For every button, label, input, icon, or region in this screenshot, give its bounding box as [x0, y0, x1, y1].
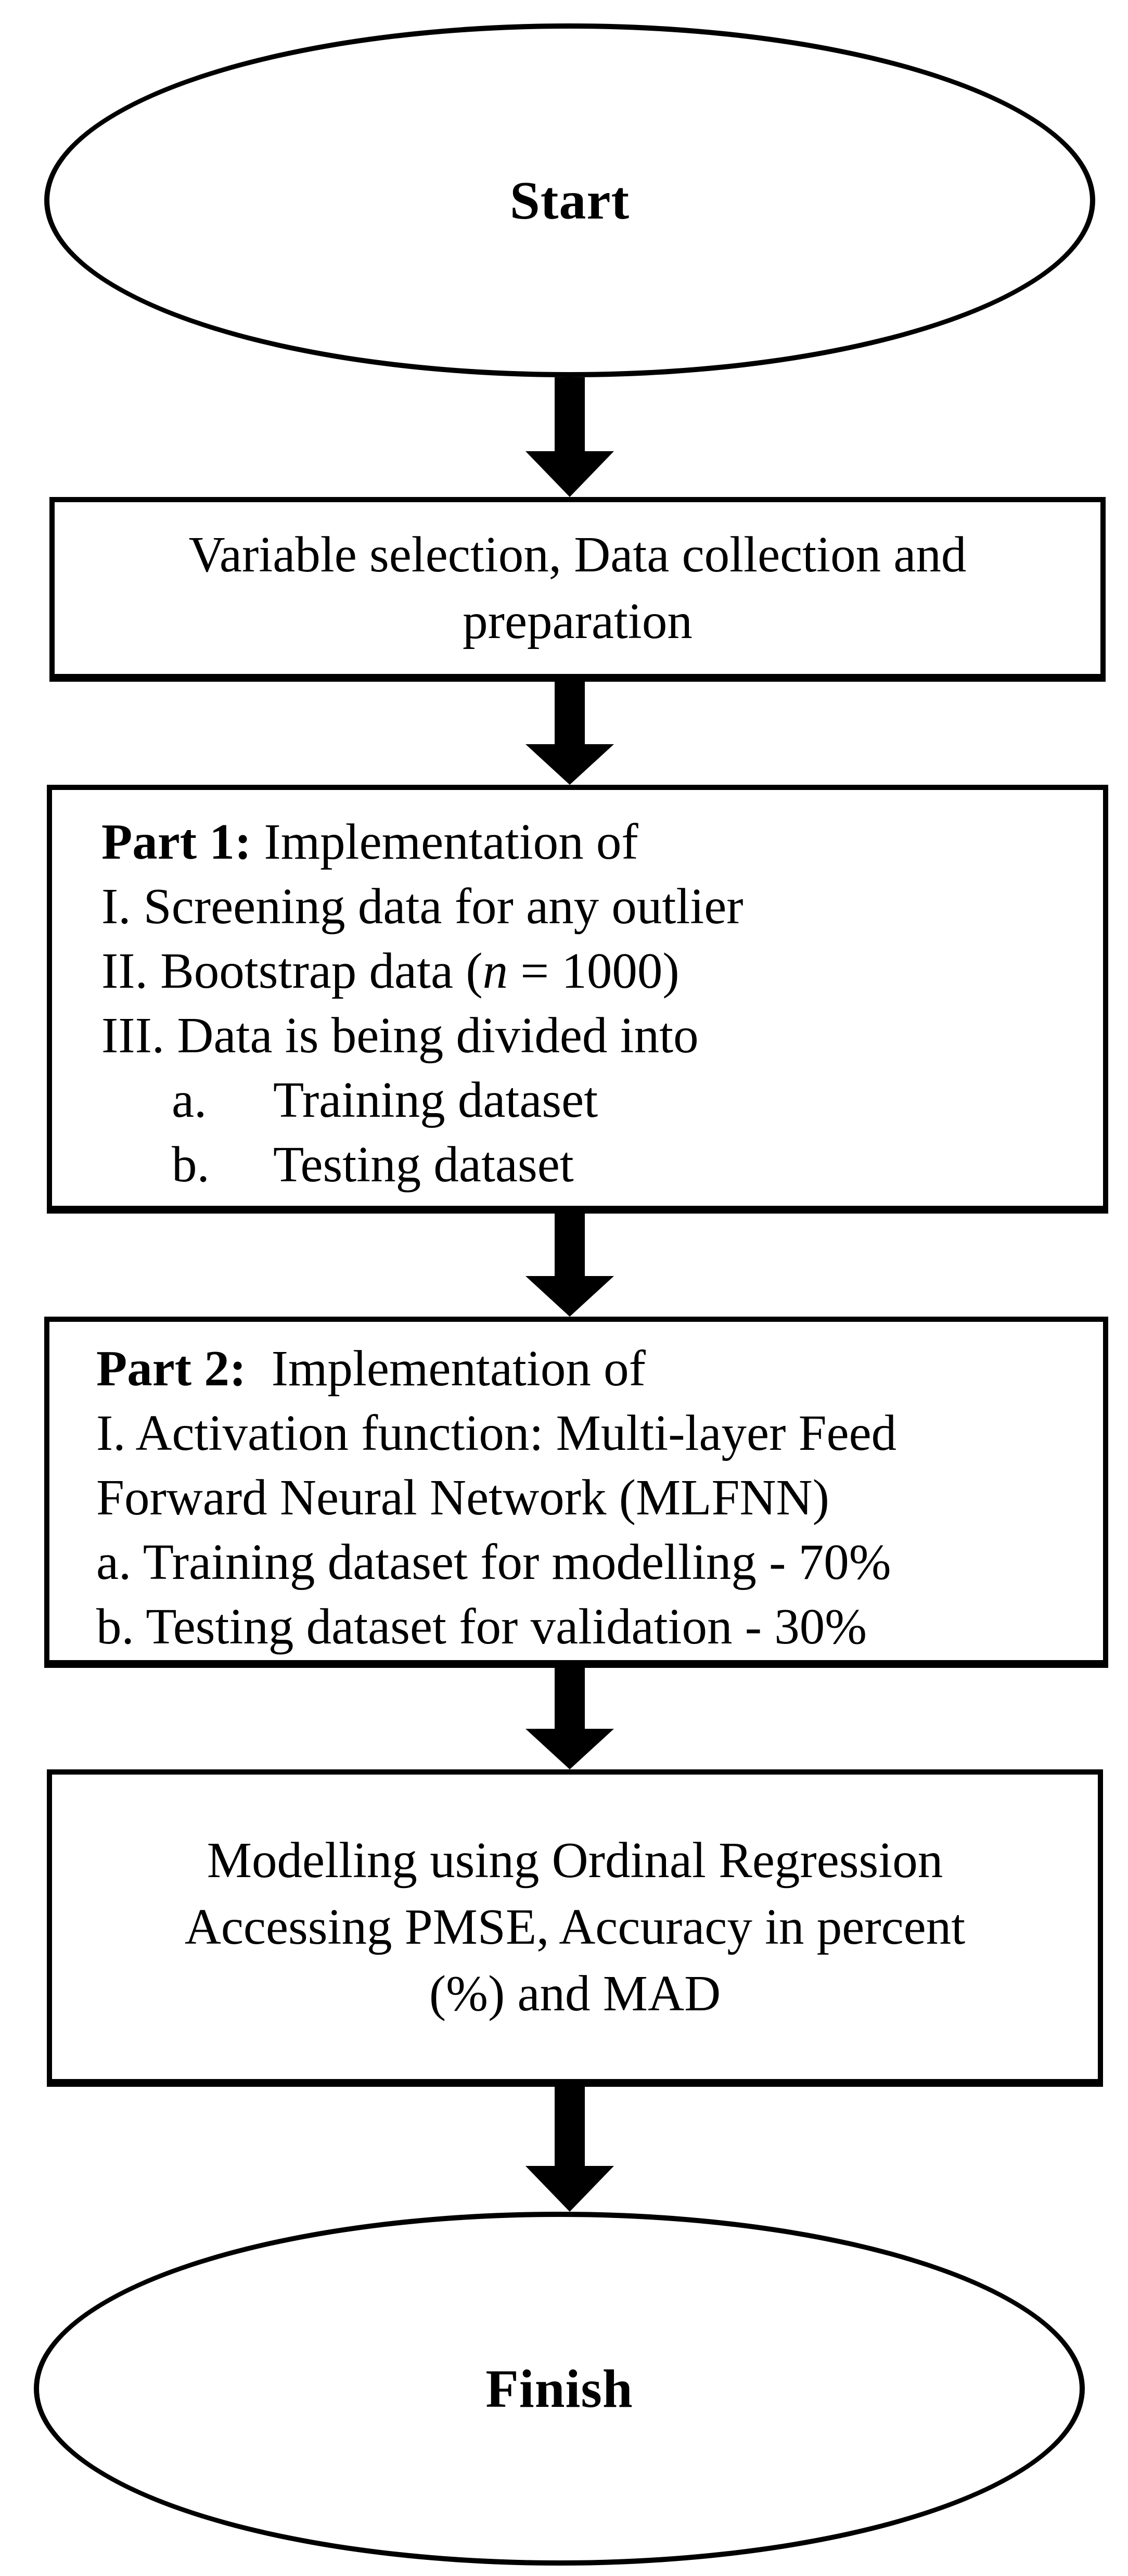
- part1-subitem-b: b. Testing dataset: [172, 1132, 1077, 1197]
- arrow-stem: [555, 1668, 585, 1729]
- flow-arrow-5: [525, 2087, 614, 2212]
- part1-item2-variable: n: [482, 943, 508, 999]
- arrow-stem: [555, 2087, 585, 2166]
- process-box-modelling: Modelling using Ordinal Regression Acces…: [47, 1769, 1103, 2087]
- part1-item-1: I. Screening data for any outlier: [101, 878, 744, 934]
- start-node: Start: [44, 23, 1095, 377]
- part2-line-1: I. Activation function: Multi-layer Feed: [96, 1405, 897, 1461]
- arrow-head-icon: [525, 1276, 614, 1317]
- subitem-a-marker: a.: [172, 1072, 207, 1128]
- process-line: Modelling using Ordinal Regression: [207, 1832, 943, 1888]
- flow-arrow-1: [525, 377, 614, 497]
- part2-title-line: Part 2: Implementation of: [96, 1336, 1087, 1401]
- arrow-head-icon: [525, 451, 614, 497]
- part1-item2-post: = 1000): [508, 943, 680, 999]
- arrow-stem: [555, 682, 585, 744]
- part1-title-rest: Implementation of: [251, 814, 638, 870]
- process-box-part2: Part 2: Implementation of I. Activation …: [44, 1317, 1108, 1668]
- part1-item2-pre: II. Bootstrap data (: [101, 943, 483, 999]
- process-box-part1: Part 1: Implementation of I. Screening d…: [47, 785, 1108, 1214]
- flow-arrow-3: [525, 1214, 614, 1317]
- process-line: preparation: [463, 593, 693, 649]
- part1-item-2: II. Bootstrap data (n = 1000): [101, 939, 1077, 1003]
- part1-title-bold: Part 1:: [101, 814, 252, 870]
- finish-node: Finish: [34, 2212, 1085, 2566]
- arrow-stem: [555, 1214, 585, 1276]
- arrow-head-icon: [525, 1729, 614, 1769]
- process-line: (%) and MAD: [429, 1965, 721, 2021]
- part2-title-bold: Part 2:: [96, 1341, 247, 1396]
- flow-arrow-4: [525, 1668, 614, 1769]
- process-line: Accessing PMSE, Accuracy in percent: [184, 1898, 966, 1955]
- part2-line-2: Forward Neural Network (MLFNN): [96, 1470, 829, 1525]
- part2-line-4: b. Testing dataset for validation - 30%: [96, 1599, 867, 1654]
- arrow-head-icon: [525, 744, 614, 785]
- arrow-head-icon: [525, 2166, 614, 2212]
- part2-title-rest: Implementation of: [246, 1341, 646, 1396]
- start-label: Start: [509, 170, 630, 231]
- subitem-b-text: Testing dataset: [273, 1137, 574, 1192]
- arrow-stem: [555, 377, 585, 451]
- process-box-data-collection: Variable selection, Data collection and …: [49, 497, 1106, 682]
- part2-line-3: a. Training dataset for modelling - 70%: [96, 1534, 891, 1590]
- part1-title-line: Part 1: Implementation of: [101, 810, 1077, 874]
- process-line: Variable selection, Data collection and: [188, 527, 967, 582]
- finish-label: Finish: [485, 2358, 633, 2419]
- part1-subitem-a: a. Training dataset: [172, 1068, 1077, 1132]
- part1-item-3: III. Data is being divided into: [101, 1008, 699, 1063]
- flow-arrow-2: [525, 682, 614, 785]
- subitem-b-marker: b.: [172, 1137, 210, 1192]
- subitem-a-text: Training dataset: [273, 1072, 598, 1128]
